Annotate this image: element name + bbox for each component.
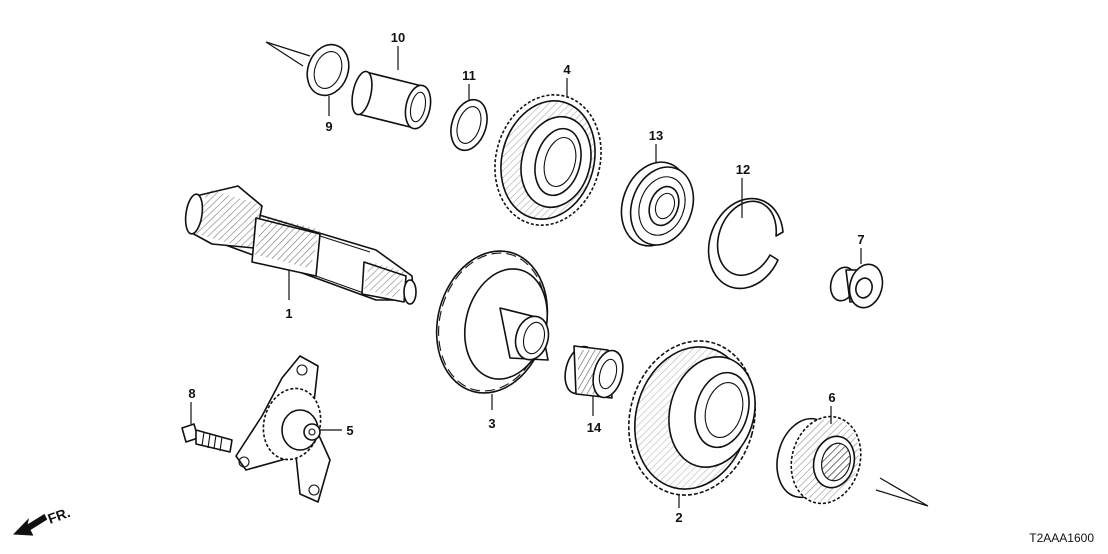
callout-11: 11 bbox=[462, 68, 476, 83]
diagram-code: T2AAA1600 bbox=[1029, 531, 1094, 545]
part-2-gear bbox=[628, 340, 756, 496]
part-6-gear bbox=[776, 415, 862, 505]
part-3-clutch-hub bbox=[435, 250, 550, 394]
callout-12: 12 bbox=[736, 162, 750, 177]
part-11-spacer-ring bbox=[450, 98, 488, 152]
leader-lines bbox=[190, 46, 862, 508]
part-7-plug bbox=[829, 263, 884, 309]
part-12-snap-ring bbox=[707, 197, 784, 290]
callout-1: 1 bbox=[285, 306, 292, 321]
callout-4: 4 bbox=[563, 62, 571, 77]
callout-14: 14 bbox=[587, 420, 602, 435]
callout-2: 2 bbox=[675, 510, 682, 525]
callout-10: 10 bbox=[391, 30, 405, 45]
callout-13: 13 bbox=[649, 128, 663, 143]
part-5-bracket-gear bbox=[235, 355, 331, 503]
alignment-line-upper bbox=[265, 41, 311, 67]
callout-3: 3 bbox=[488, 416, 495, 431]
part-8-bolt bbox=[181, 423, 233, 453]
callout-6: 6 bbox=[828, 390, 835, 405]
front-label: FR. bbox=[46, 504, 73, 527]
part-4-gear bbox=[494, 94, 602, 226]
alignment-line-lower bbox=[875, 477, 929, 507]
part-1-shaft bbox=[184, 185, 417, 305]
front-direction-arrow: FR. bbox=[13, 504, 73, 536]
part-9-washer bbox=[306, 43, 350, 97]
callout-5: 5 bbox=[346, 423, 353, 438]
part-10-collar bbox=[351, 70, 432, 130]
callout-7: 7 bbox=[857, 232, 864, 247]
part-14-needle-bearing bbox=[564, 345, 624, 399]
callout-8: 8 bbox=[188, 386, 195, 401]
callout-9: 9 bbox=[325, 119, 332, 134]
part-13-bearing bbox=[620, 161, 695, 247]
